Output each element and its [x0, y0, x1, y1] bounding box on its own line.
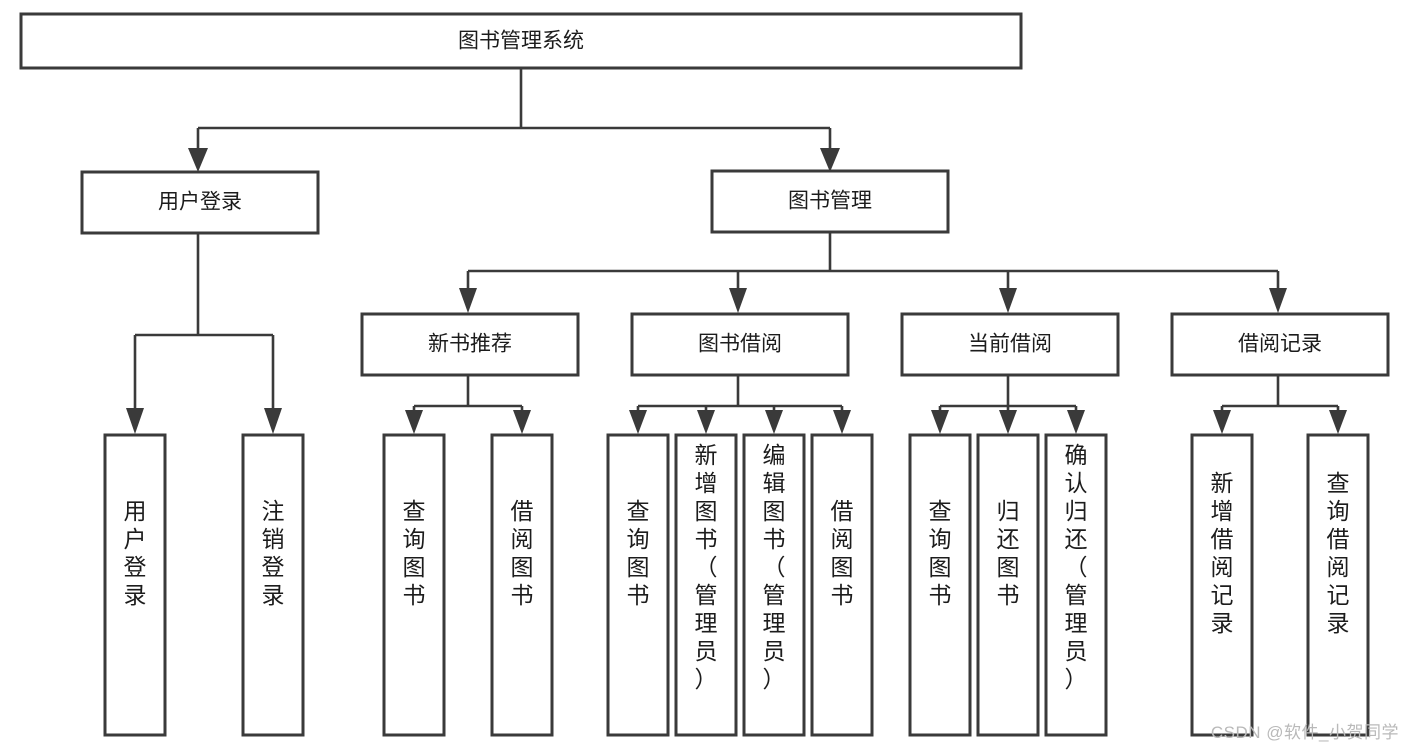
node-edit-book-label: 编辑图书（管理员） [763, 442, 786, 692]
connector-group-current-borrow-to-leaves [931, 375, 1085, 434]
node-user-login-label: 用户登录 [158, 191, 242, 214]
node-book-borrow-label: 图书借阅 [698, 333, 782, 356]
arrow-head-book-management [820, 148, 840, 172]
node-add-borrow-record-label: 新增借阅记录 [1211, 470, 1234, 636]
node-query-book-2[interactable]: 查询图书 [606, 433, 670, 737]
node-borrow-book-1-label: 借阅图书 [511, 498, 534, 608]
node-confirm-return-label: 确认归还（管理员） [1065, 442, 1088, 692]
node-query-book-3-box[interactable] [908, 433, 972, 737]
node-borrow-book-1[interactable]: 借阅图书 [490, 433, 554, 737]
node-root[interactable]: 图书管理系统 [19, 12, 1023, 70]
arrow-head-add-borrow-record [1213, 410, 1231, 434]
node-book-management-label: 图书管理 [788, 190, 872, 213]
arrow-head-query-book-1 [405, 410, 423, 434]
arrow-head-book-borrow [729, 288, 747, 313]
node-query-borrow-record-label: 查询借阅记录 [1327, 470, 1350, 636]
arrow-head-query-book-2 [629, 410, 647, 434]
arrow-head-query-book-3 [931, 410, 949, 434]
node-current-borrow[interactable]: 当前借阅 [900, 312, 1120, 377]
node-query-book-3[interactable]: 查询图书 [908, 433, 972, 737]
node-new-book-recommend-label: 新书推荐 [428, 333, 512, 356]
node-new-book-recommend-box[interactable] [360, 312, 580, 377]
node-borrow-book-2-label: 借阅图书 [831, 498, 854, 608]
node-query-book-1-box[interactable] [382, 433, 446, 737]
node-add-book[interactable]: 新增图书（管理员） [674, 433, 738, 737]
arrow-head-confirm-return [1067, 410, 1085, 434]
node-user-logout-action-box[interactable] [241, 433, 305, 737]
connector-group-borrow-record-to-leaves [1213, 375, 1347, 434]
node-edit-book[interactable]: 编辑图书（管理员） [742, 433, 806, 737]
node-borrow-book-2-box[interactable] [810, 433, 874, 737]
node-return-book-label: 归还图书 [997, 498, 1020, 608]
arrow-head-borrow-record [1269, 288, 1287, 313]
node-confirm-return[interactable]: 确认归还（管理员） [1044, 433, 1108, 737]
arrow-head-user-login [188, 148, 208, 172]
connector-group-book-management-to-level3 [459, 232, 1287, 313]
arrow-head-current-borrow [999, 288, 1017, 313]
node-query-book-3-label: 查询图书 [929, 498, 952, 608]
connector-group-root-to-level2 [188, 68, 840, 172]
node-query-borrow-record[interactable]: 查询借阅记录 [1306, 433, 1370, 737]
node-root-label: 图书管理系统 [458, 30, 584, 53]
node-user-login-action[interactable]: 用户登录 [103, 433, 167, 737]
node-user-logout-action[interactable]: 注销登录 [241, 433, 305, 737]
connector-group-book-borrow-to-leaves [629, 375, 851, 434]
node-root-box[interactable] [19, 12, 1023, 70]
node-query-borrow-record-box[interactable] [1306, 433, 1370, 737]
node-add-book-box[interactable] [674, 433, 738, 737]
node-query-book-1-label: 查询图书 [403, 498, 426, 608]
node-book-management-box[interactable] [710, 169, 950, 234]
arrow-head-edit-book [765, 410, 783, 434]
node-add-borrow-record-box[interactable] [1190, 433, 1254, 737]
connector-group-user-login-to-leaves [126, 233, 282, 434]
node-user-login-action-box[interactable] [103, 433, 167, 737]
arrow-head-add-book [697, 410, 715, 434]
node-current-borrow-box[interactable] [900, 312, 1120, 377]
node-current-borrow-label: 当前借阅 [968, 333, 1052, 356]
arrow-head-borrow-book-2 [833, 410, 851, 434]
node-borrow-record-box[interactable] [1170, 312, 1390, 377]
arrow-head-user-logout-action [264, 408, 282, 434]
arrow-head-query-borrow-record [1329, 410, 1347, 434]
node-edit-book-box[interactable] [742, 433, 806, 737]
node-return-book-box[interactable] [976, 433, 1040, 737]
node-new-book-recommend[interactable]: 新书推荐 [360, 312, 580, 377]
node-borrow-record[interactable]: 借阅记录 [1170, 312, 1390, 377]
node-return-book[interactable]: 归还图书 [976, 433, 1040, 737]
node-book-borrow-box[interactable] [630, 312, 850, 377]
node-user-login-box[interactable] [80, 170, 320, 235]
arrow-head-return-book [999, 410, 1017, 434]
node-confirm-return-box[interactable] [1044, 433, 1108, 737]
node-user-login[interactable]: 用户登录 [80, 170, 320, 235]
node-user-login-action-label: 用户登录 [124, 498, 147, 608]
node-book-management[interactable]: 图书管理 [710, 169, 950, 234]
arrow-head-borrow-book-1 [513, 410, 531, 434]
arrow-head-user-login-action [126, 408, 144, 434]
node-borrow-book-2[interactable]: 借阅图书 [810, 433, 874, 737]
node-borrow-book-1-box[interactable] [490, 433, 554, 737]
arrow-head-new-book-recommend [459, 288, 477, 313]
node-add-borrow-record[interactable]: 新增借阅记录 [1190, 433, 1254, 737]
node-user-logout-action-label: 注销登录 [262, 498, 285, 608]
node-borrow-record-label: 借阅记录 [1238, 333, 1322, 356]
connector-group-new-book-recommend-to-leaves [405, 375, 531, 434]
node-book-borrow[interactable]: 图书借阅 [630, 312, 850, 377]
node-add-book-label: 新增图书（管理员） [695, 442, 718, 692]
node-query-book-1[interactable]: 查询图书 [382, 433, 446, 737]
node-query-book-2-box[interactable] [606, 433, 670, 737]
node-query-book-2-label: 查询图书 [627, 498, 650, 608]
